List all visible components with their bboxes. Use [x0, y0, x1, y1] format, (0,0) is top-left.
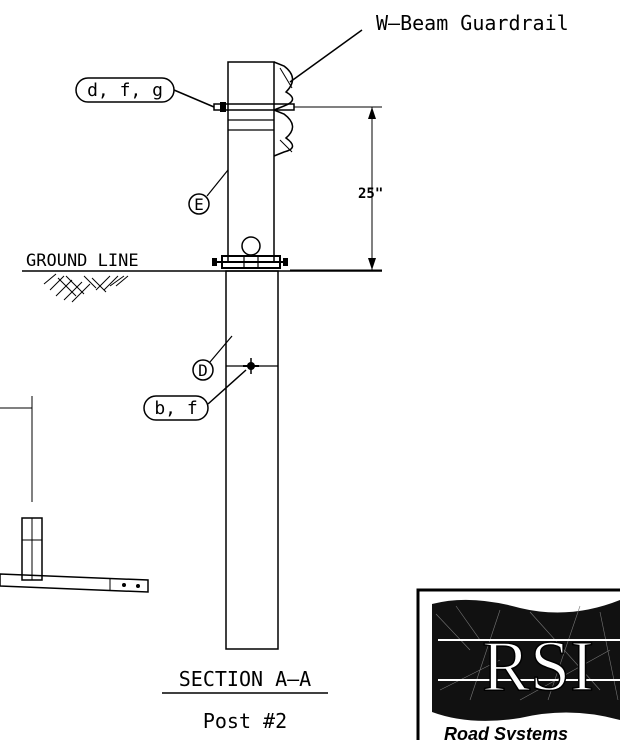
guardrail-callout: W—Beam Guardrail [376, 11, 569, 35]
ground-line-label: GROUND LINE [26, 251, 139, 271]
dimension-height: 25" [358, 186, 383, 202]
soil-hatch [43, 273, 129, 303]
dimension-arrow-top [368, 107, 376, 119]
callout-dfg: d, f, g [87, 80, 163, 101]
splice-hole [241, 236, 261, 256]
logo-letters: RSI [482, 626, 594, 706]
dimension-arrow-bottom [368, 258, 376, 270]
splice-nut-left [212, 258, 217, 266]
label-e: E [194, 195, 204, 214]
post-label: Post #2 [203, 709, 287, 733]
callout-bf: b, f [154, 398, 197, 419]
section-title: SECTION A—A [179, 667, 311, 691]
logo-wave-band [432, 599, 620, 721]
rsi-logo: RSI Road Systems [416, 588, 620, 740]
callout-dfg-leader [173, 89, 215, 108]
callout-bf-box [143, 395, 209, 421]
label-d-leader [209, 335, 233, 363]
bolt-head [220, 102, 226, 112]
w-beam-edge [279, 139, 293, 153]
upper-post [227, 61, 275, 263]
anchor-rail-hole [122, 583, 126, 587]
callout-bf-leader [207, 369, 247, 405]
w-beam-profile [273, 109, 294, 157]
anchor-rail-hole [136, 584, 140, 588]
guardrail-leader-line [289, 29, 363, 83]
logo-texture [435, 605, 619, 701]
logo-subtitle: Road Systems [444, 724, 568, 740]
label-e-circle [188, 193, 210, 215]
splice-nut-right [283, 258, 288, 266]
lower-post [225, 270, 279, 650]
label-d-circle [192, 359, 214, 381]
w-beam-profile [273, 61, 294, 111]
w-beam-edge [279, 67, 293, 89]
label-e-leader [206, 169, 229, 197]
label-d: D [198, 361, 208, 380]
anchor-rail [0, 573, 149, 593]
